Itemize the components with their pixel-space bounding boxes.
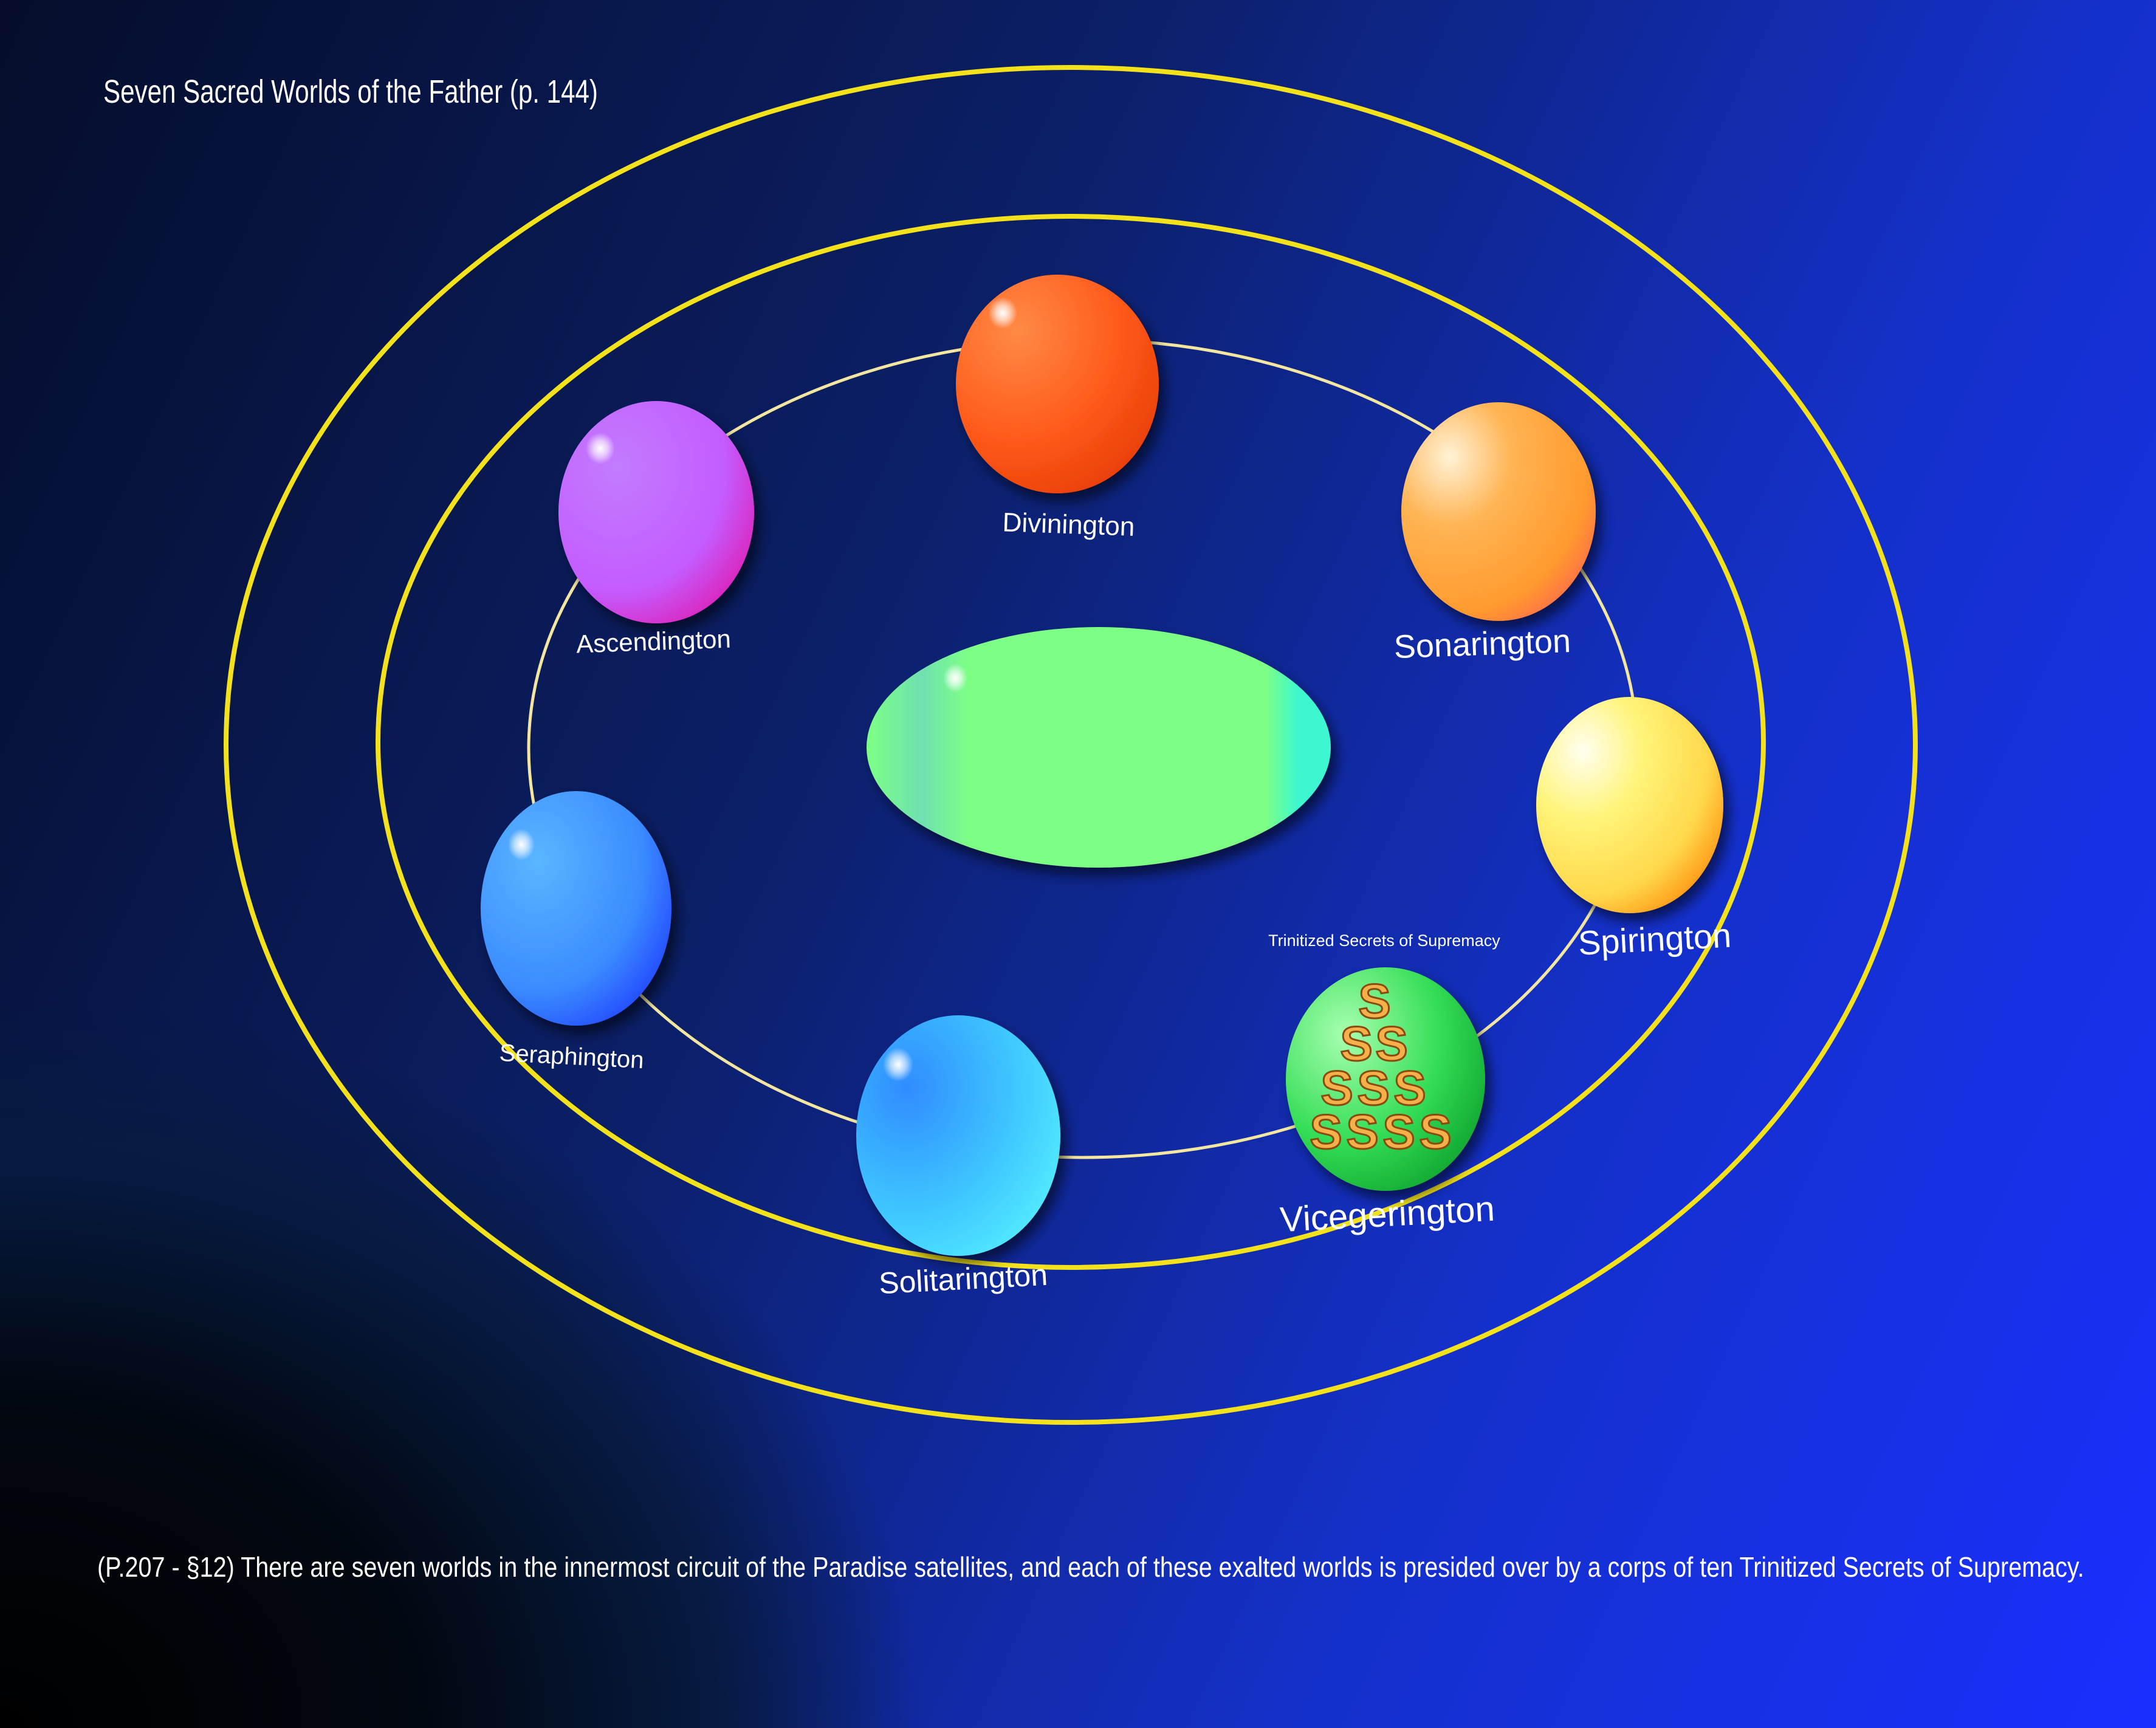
label-solitarington: Solitarington <box>878 1258 1049 1300</box>
secret-symbol: S <box>1358 974 1390 1028</box>
outer-orbit <box>224 65 1918 1425</box>
paradise-island <box>867 627 1331 868</box>
label-divinington: Divinington <box>1002 507 1135 542</box>
world-seraphington <box>481 791 671 1026</box>
world-vicegerington <box>1286 967 1485 1191</box>
world-sonarington <box>1401 402 1596 621</box>
label-seraphington: Seraphington <box>499 1040 645 1074</box>
secret-symbol: S <box>1357 1061 1389 1115</box>
secret-symbol: S <box>1340 1017 1372 1071</box>
secret-symbol: S <box>1320 1061 1353 1115</box>
world-divinington <box>956 275 1159 493</box>
secret-symbol: S <box>1346 1105 1378 1159</box>
label-vicegerington: Vicegerington <box>1279 1189 1496 1239</box>
world-solitarington <box>856 1015 1060 1256</box>
secrets-of-supremacy-group: S S S S S S S S S S <box>1309 973 1452 1160</box>
world-spirington <box>1536 697 1723 913</box>
secret-symbol: S <box>1382 1105 1415 1159</box>
label-trinitized-secrets: Trinitized Secrets of Supremacy <box>1268 931 1500 950</box>
middle-orbit <box>376 214 1766 1270</box>
secret-symbol: S <box>1375 1017 1407 1071</box>
secret-symbol: S <box>1419 1105 1451 1159</box>
diagram-title: Seven Sacred Worlds of the Father (p. 14… <box>103 74 598 110</box>
label-ascendington: Ascendington <box>575 625 731 659</box>
secret-symbol: S <box>1310 1105 1342 1159</box>
caption-text: (P.207 - §12) There are seven worlds in … <box>97 1551 2084 1583</box>
label-spirington: Spirington <box>1577 916 1732 962</box>
secret-symbol: S <box>1393 1061 1426 1115</box>
world-ascendington <box>558 401 754 623</box>
label-sonarington: Sonarington <box>1393 623 1571 665</box>
